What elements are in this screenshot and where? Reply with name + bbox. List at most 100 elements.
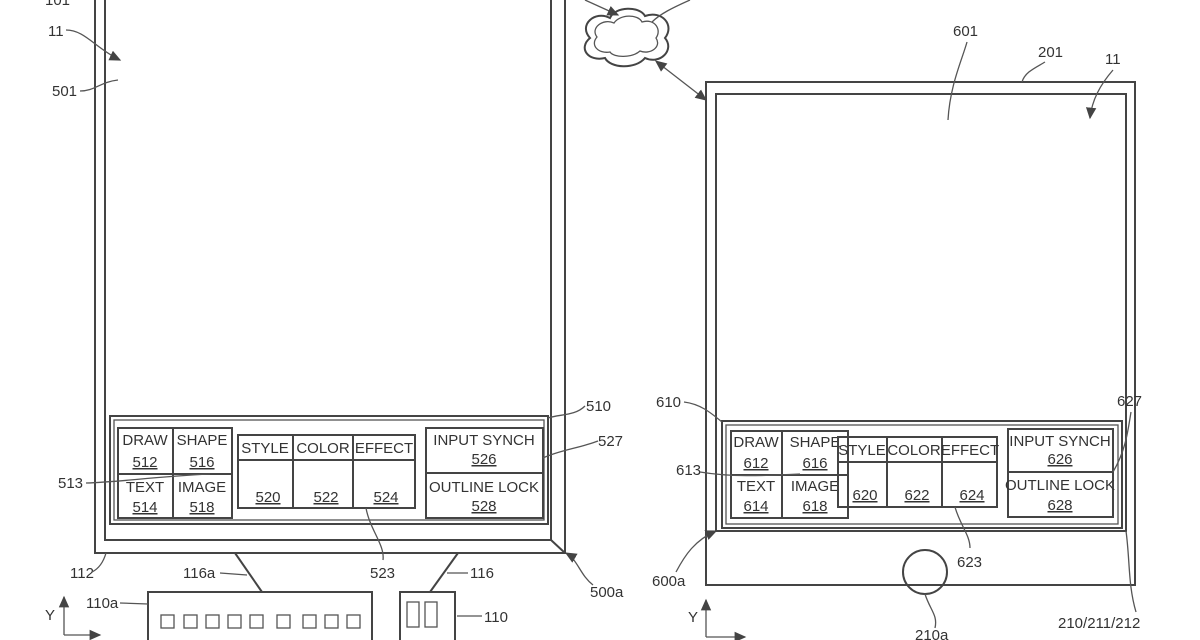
axis-label: Y xyxy=(688,609,698,626)
ref-label: 513 xyxy=(58,475,83,492)
text-button[interactable]: TEXT 614 xyxy=(737,478,775,515)
xy-axes-icon: Y xyxy=(45,595,102,640)
style-button[interactable]: STYLE 520 xyxy=(241,440,289,506)
button-label: EFFECT xyxy=(355,440,413,457)
key xyxy=(160,614,175,629)
button-label: SHAPE xyxy=(177,432,228,449)
ref-label: 210a xyxy=(915,627,949,640)
button-label: DRAW xyxy=(733,434,779,451)
style-group-623: STYLE 620 COLOR 622 EFFECT 624 xyxy=(837,436,999,508)
ref-label: 601 xyxy=(953,23,978,40)
ref-label: 627 xyxy=(1117,393,1142,410)
button-label: COLOR xyxy=(887,442,941,459)
button-number: 516 xyxy=(189,454,214,471)
ref-label: 11 xyxy=(48,23,64,40)
effect-button[interactable]: EFFECT 624 xyxy=(941,442,999,504)
left-device-frame xyxy=(94,0,566,554)
right-screen-601 xyxy=(715,93,1127,532)
effect-button[interactable]: EFFECT 524 xyxy=(355,440,413,506)
right-device-frame xyxy=(705,81,1136,586)
key xyxy=(276,614,291,629)
button-number: 526 xyxy=(471,451,496,468)
axis-label: Y xyxy=(45,607,55,624)
button-label: SHAPE xyxy=(790,434,841,451)
button-number: 514 xyxy=(132,499,157,516)
text-button[interactable]: TEXT 514 xyxy=(126,479,164,516)
button-number: 620 xyxy=(852,487,877,504)
sync-group: INPUT SYNCH 526 OUTLINE LOCK 528 xyxy=(425,427,544,519)
draw-button[interactable]: DRAW 612 xyxy=(733,434,779,472)
style-button[interactable]: STYLE 620 xyxy=(838,442,886,504)
ref-label: 110 xyxy=(484,609,508,626)
button-number: 628 xyxy=(1047,497,1072,514)
button-number: 612 xyxy=(743,455,768,472)
left-screen-501 xyxy=(104,0,552,541)
ref-label: 510 xyxy=(586,398,611,415)
button-label: EFFECT xyxy=(941,442,999,459)
ref-label: 112 xyxy=(70,565,94,582)
button-label: DRAW xyxy=(122,432,168,449)
button-number: 614 xyxy=(743,498,768,515)
xy-axes-icon: Y xyxy=(688,598,747,640)
button-label: STYLE xyxy=(838,442,886,459)
image-button[interactable]: IMAGE 518 xyxy=(178,479,226,516)
key xyxy=(302,614,317,629)
button-label: IMAGE xyxy=(791,478,839,495)
ref-label: 101 xyxy=(45,0,70,9)
network-cloud-icon xyxy=(583,0,708,101)
ref-label: 600a xyxy=(652,573,686,590)
ref-label: 116 xyxy=(470,565,494,582)
button-number: 528 xyxy=(471,498,496,515)
key xyxy=(346,614,361,629)
button-label: IMAGE xyxy=(178,479,226,496)
keys xyxy=(160,614,361,629)
key xyxy=(249,614,264,629)
draw-button[interactable]: DRAW 512 xyxy=(122,432,168,471)
sync-group: INPUT SYNCH 626 OUTLINE LOCK 628 xyxy=(1005,428,1115,518)
home-button-210a[interactable] xyxy=(902,549,948,595)
ref-label: 523 xyxy=(370,565,395,582)
ref-label: 116a xyxy=(183,565,216,582)
input-device-110 xyxy=(399,591,456,640)
button-number: 626 xyxy=(1047,451,1072,468)
input-synch-button[interactable]: INPUT SYNCH 626 xyxy=(1009,433,1110,468)
outline-lock-button[interactable]: OUTLINE LOCK 528 xyxy=(429,479,539,515)
button-number: 520 xyxy=(255,489,280,506)
key xyxy=(324,614,339,629)
left-display-device: 101 11 501 DRAW 512 SHAPE 516 xyxy=(45,0,624,640)
button-number: 522 xyxy=(313,489,338,506)
button-number: 624 xyxy=(959,487,984,504)
button-label: TEXT xyxy=(737,478,775,495)
button-label: INPUT SYNCH xyxy=(1009,433,1110,450)
color-button[interactable]: COLOR 522 xyxy=(296,440,350,506)
ref-label: 11 xyxy=(1105,51,1121,68)
shape-button[interactable]: SHAPE 516 xyxy=(177,432,228,471)
ref-label: 623 xyxy=(957,554,982,571)
style-group-523: STYLE 520 COLOR 522 EFFECT 524 xyxy=(237,434,416,509)
ref-label: 210/211/212 xyxy=(1058,615,1140,632)
button-number: 622 xyxy=(904,487,929,504)
input-synch-button[interactable]: INPUT SYNCH 526 xyxy=(433,432,534,468)
button-number: 512 xyxy=(132,454,157,471)
ref-label: 201 xyxy=(1038,44,1063,61)
ref-label: 500a xyxy=(590,584,624,601)
right-toolbar-610: DRAW 612 SHAPE 616 TEXT 614 IMAGE 618 xyxy=(721,420,1123,529)
color-button[interactable]: COLOR 622 xyxy=(887,442,941,504)
right-tablet-device: 601 201 11 DRAW 612 SHAPE 616 xyxy=(652,23,1142,640)
outline-lock-button[interactable]: OUTLINE LOCK 628 xyxy=(1005,477,1115,514)
left-toolbar-510: DRAW 512 SHAPE 516 TEXT 514 IMAGE 518 xyxy=(109,415,549,525)
ref-label: 110a xyxy=(86,595,119,612)
key xyxy=(227,614,242,629)
shape-button[interactable]: SHAPE 616 xyxy=(790,434,841,472)
image-button[interactable]: IMAGE 618 xyxy=(791,478,839,515)
button-label: OUTLINE LOCK xyxy=(1005,477,1115,494)
button-label: COLOR xyxy=(296,440,350,457)
ref-label: 527 xyxy=(598,433,623,450)
ref-label: 610 xyxy=(656,394,681,411)
ref-label: 501 xyxy=(52,83,77,100)
button-number: 524 xyxy=(373,489,398,506)
key xyxy=(183,614,198,629)
button-label: INPUT SYNCH xyxy=(433,432,534,449)
tool-grid-513: DRAW 512 SHAPE 516 TEXT 514 IMAGE 518 xyxy=(117,427,233,519)
